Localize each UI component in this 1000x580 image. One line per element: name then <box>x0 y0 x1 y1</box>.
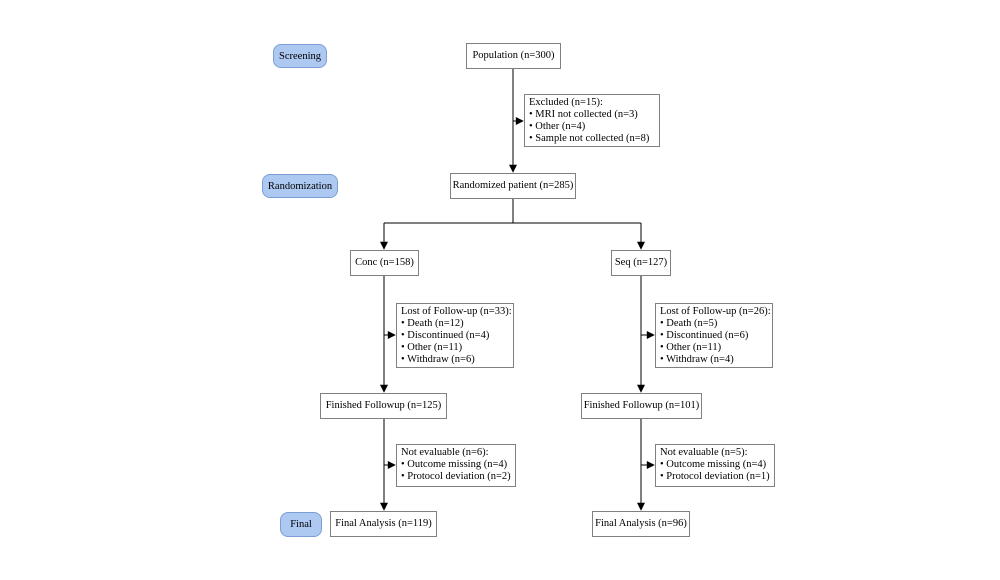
lost-seq-item: • Other (n=11) <box>660 342 722 353</box>
node-finished-followup-conc: Finished Followup (n=125) <box>320 393 447 419</box>
stage-label-screening: Screening <box>273 44 327 68</box>
noteval-seq-item: • Outcome missing (n=4) <box>660 459 767 470</box>
node-final-analysis-seq: Final Analysis (n=96) <box>592 511 690 537</box>
stage-label-randomization: Randomization <box>262 174 338 198</box>
node-not-evaluable-seq: Not evaluable (n=5): • Outcome missing (… <box>655 444 775 487</box>
noteval-conc-title: Not evaluable (n=6): <box>401 447 489 458</box>
node-randomized: Randomized patient (n=285) <box>450 173 576 199</box>
excluded-item: • Other (n=4) <box>529 121 586 132</box>
node-seq: Seq (n=127) <box>611 250 671 276</box>
node-not-evaluable-conc: Not evaluable (n=6): • Outcome missing (… <box>396 444 516 487</box>
node-population: Population (n=300) <box>466 43 561 69</box>
noteval-conc-item: • Protocol deviation (n=2) <box>401 471 511 482</box>
excluded-item: • Sample not collected (n=8) <box>529 133 650 144</box>
noteval-seq-item: • Protocol deviation (n=1) <box>660 471 770 482</box>
excluded-item: • MRI not collected (n=3) <box>529 109 638 120</box>
noteval-seq-title: Not evaluable (n=5): <box>660 447 748 458</box>
stage-label-final: Final <box>280 512 322 537</box>
lost-conc-title: Lost of Follow-up (n=33): <box>401 306 512 317</box>
node-lost-followup-seq: Lost of Follow-up (n=26): • Death (n=5) … <box>655 303 773 368</box>
noteval-conc-item: • Outcome missing (n=4) <box>401 459 508 470</box>
lost-conc-item: • Death (n=12) <box>401 318 464 329</box>
lost-conc-item: • Discontinued (n=4) <box>401 330 490 341</box>
node-finished-followup-seq: Finished Followup (n=101) <box>581 393 702 419</box>
node-lost-followup-conc: Lost of Follow-up (n=33): • Death (n=12)… <box>396 303 514 368</box>
excluded-title: Excluded (n=15): <box>529 97 603 108</box>
lost-conc-item: • Withdraw (n=6) <box>401 354 475 365</box>
lost-seq-item: • Discontinued (n=6) <box>660 330 749 341</box>
node-final-analysis-conc: Final Analysis (n=119) <box>330 511 437 537</box>
lost-seq-item: • Death (n=5) <box>660 318 718 329</box>
node-conc: Conc (n=158) <box>350 250 419 276</box>
lost-seq-title: Lost of Follow-up (n=26): <box>660 306 771 317</box>
lost-seq-item: • Withdraw (n=4) <box>660 354 734 365</box>
node-excluded: Excluded (n=15): • MRI not collected (n=… <box>524 94 660 147</box>
lost-conc-item: • Other (n=11) <box>401 342 463 353</box>
